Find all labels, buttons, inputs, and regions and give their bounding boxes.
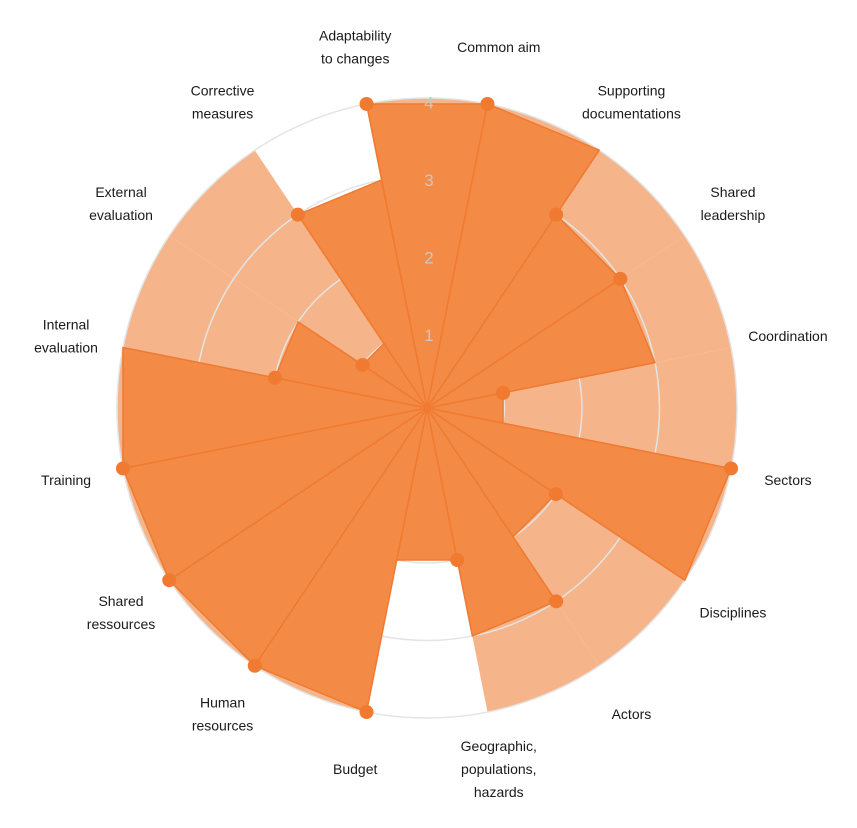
- category-label-actors: Actors: [612, 706, 652, 722]
- category-label-coordination: Coordination: [748, 328, 827, 344]
- point-corrective-measures: [355, 357, 370, 372]
- tick-label-1: 1: [424, 326, 433, 345]
- point-sectors: [496, 385, 511, 400]
- point-shared-leadership: [549, 207, 564, 222]
- point-internal-evaluation: [115, 461, 130, 476]
- category-label-common-aim: Common aim: [457, 39, 540, 55]
- grid-circle-4: [116, 97, 738, 719]
- point-adaptability-to-changes: [290, 207, 305, 222]
- point-common-aim: [359, 96, 374, 111]
- data-points: [115, 96, 739, 720]
- band-corrective-measures: [169, 150, 428, 409]
- point-shared-ressources: [247, 658, 262, 673]
- point-geographic-populations-hazards: [549, 594, 564, 609]
- point-disciplines: [724, 461, 739, 476]
- tick-label-4: 4: [424, 93, 433, 112]
- point-coordination: [613, 271, 628, 286]
- point-actors: [548, 487, 563, 502]
- point-human-resources: [359, 705, 374, 720]
- point-budget: [450, 553, 465, 568]
- category-label-training: Training: [41, 472, 91, 488]
- category-label-geographic-populations-hazards: Geographic,populations,hazards: [461, 738, 537, 800]
- point-training: [162, 573, 177, 588]
- point-external-evaluation: [267, 370, 282, 385]
- category-label-budget: Budget: [333, 761, 377, 777]
- tick-label-3: 3: [424, 171, 433, 190]
- point-supporting-documentations: [480, 96, 495, 111]
- category-label-sectors: Sectors: [764, 472, 811, 488]
- category-label-disciplines: Disciplines: [700, 604, 767, 620]
- radial-tick-labels: 1 2 3 4: [424, 93, 433, 345]
- tick-label-2: 2: [424, 248, 433, 267]
